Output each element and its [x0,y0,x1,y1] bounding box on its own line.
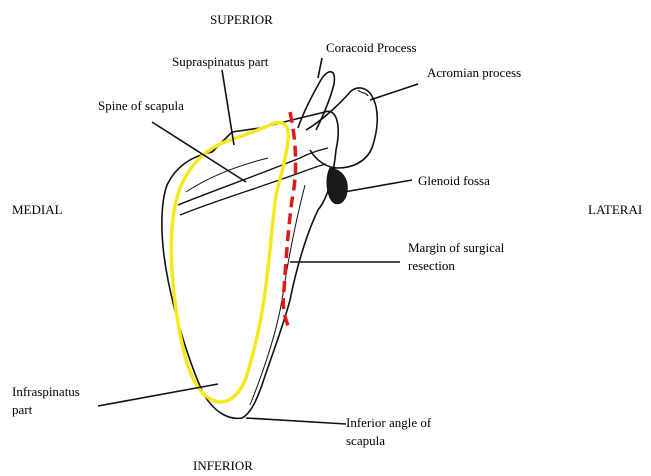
label-glenoid-fossa: Glenoid fossa [418,173,490,188]
label-inferior-angle-line1: Inferior angle of [346,415,432,430]
label-superior: SUPERIOR [210,12,273,27]
label-infraspinatus-line1: Infraspinatus [12,384,80,399]
leader-glenoid [344,180,412,192]
label-spine-of-scapula: Spine of scapula [98,98,184,113]
resection-margin-line [283,112,295,330]
label-lateral: LATERAI [588,202,642,217]
label-margin-line1: Margin of surgical [408,240,505,255]
label-coracoid-process: Coracoid Process [326,40,417,55]
leader-supraspinatus [222,70,234,145]
label-medial: MEDIAL [12,202,63,217]
leader-coracoid [318,58,322,78]
leader-acromion [370,84,418,100]
coracoid-process-shape [298,72,334,130]
label-inferior: INFERIOR [193,458,253,473]
leader-inferior-angle [246,418,346,424]
glenoid-fossa-shape [327,168,347,204]
label-margin-line2: resection [408,258,455,273]
label-acromion-process: Acromian process [427,65,521,80]
lateral-border-line [250,185,305,405]
label-inferior-angle-line2: scapula [346,433,385,448]
label-infraspinatus-line2: part [12,402,33,417]
label-supraspinatus-part: Supraspinatus part [172,54,269,69]
leader-infraspinatus [98,384,218,406]
scapula-body-outline [162,111,338,418]
